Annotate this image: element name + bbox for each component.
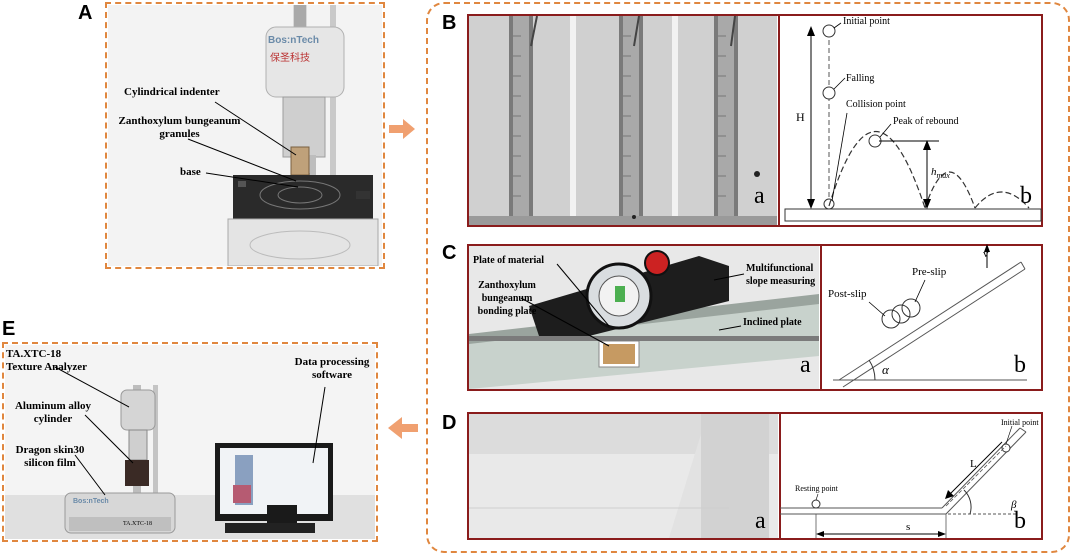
brand-logo-a: Bos:nTech [268, 35, 319, 46]
arrow-bcd-to-e [388, 417, 418, 439]
panel-d-sub-a: a [755, 508, 766, 534]
label-aluminum-cylinder: Aluminum alloy cylinder [14, 400, 92, 425]
label-resting-point: Resting point [795, 484, 838, 493]
label-v: v [983, 248, 989, 260]
panel-e-photo: Bos:nTech TA.XTC-18 [5, 345, 375, 539]
label-base: base [180, 166, 201, 178]
panel-c-photo [469, 246, 819, 389]
label-peak-of-rebound: Peak of rebound [893, 116, 959, 127]
label-L: L [970, 458, 977, 470]
panel-b-sub-b: b [1020, 183, 1032, 209]
hmax-subscript: max [936, 171, 950, 181]
panel-letter-b: B [442, 12, 457, 34]
panel-a-photo: Bos:nTech 保圣科技 [108, 5, 382, 266]
label-H: H [796, 110, 805, 124]
label-slope-measuring: Multifunctional slope measuring [746, 263, 816, 287]
rolling-distance-photo [469, 414, 778, 538]
label-data-software: Data processing software [294, 356, 370, 381]
panel-c-sub-a: a [800, 352, 811, 378]
label-bonding-plate: Zanthoxylum bungeanum bonding plate [477, 280, 537, 317]
label-cylindrical-indenter: Cylindrical indenter [124, 86, 220, 98]
panel-bcd-box [426, 2, 1070, 553]
label-inclined-plate: Inclined plate [743, 317, 802, 328]
panel-c-sub-b: b [1014, 352, 1026, 378]
panel-letter-c: C [442, 242, 457, 264]
label-plate-of-material: Plate of material [473, 255, 545, 266]
label-initial-point-b: Initial point [843, 16, 890, 27]
label-beta: β [1011, 499, 1017, 511]
model-label-e: TA.XTC-18 [123, 521, 153, 527]
label-alpha: α [882, 362, 889, 377]
label-initial-point-d: Initial point [1001, 418, 1039, 427]
label-s: s [906, 521, 911, 533]
label-collision-point: Collision point [846, 99, 906, 110]
panel-letter-e: E [2, 318, 16, 340]
texture-analyzer-photo [5, 345, 375, 539]
arrow-a-to-b [389, 119, 415, 139]
rebound-diagram [778, 16, 1042, 225]
panel-letter-d: D [442, 412, 457, 434]
panel-d-photo [469, 414, 778, 538]
panel-d-sub-b: b [1014, 508, 1026, 534]
label-pre-slip: Pre-slip [912, 266, 947, 278]
label-granules: Zanthoxylum bungeanum granules [118, 115, 241, 140]
hmax-symbol: h [931, 166, 937, 178]
rolling-diagram [779, 414, 1027, 538]
label-silicon-film: Dragon skin30 silicon film [15, 444, 85, 469]
panel-letter-a: A [78, 2, 93, 24]
label-falling: Falling [846, 73, 875, 84]
slope-meter-photo [469, 246, 819, 389]
label-post-slip: Post-slip [828, 288, 867, 300]
panel-a-box [105, 2, 385, 269]
rebound-sequence-photo [469, 16, 777, 225]
brand-cn-a: 保圣科技 [270, 53, 310, 64]
slip-diagram [820, 244, 1027, 389]
label-hmax: hmax [931, 166, 950, 180]
panel-b-photo [469, 16, 777, 225]
label-texture-analyzer: TA.XTC-18 Texture Analyzer [6, 348, 87, 373]
brand-logo-e: Bos:nTech [73, 498, 109, 505]
panel-e-box [2, 342, 378, 542]
panel-b-sub-a: a [754, 183, 765, 209]
texture-tester-photo [108, 5, 382, 266]
